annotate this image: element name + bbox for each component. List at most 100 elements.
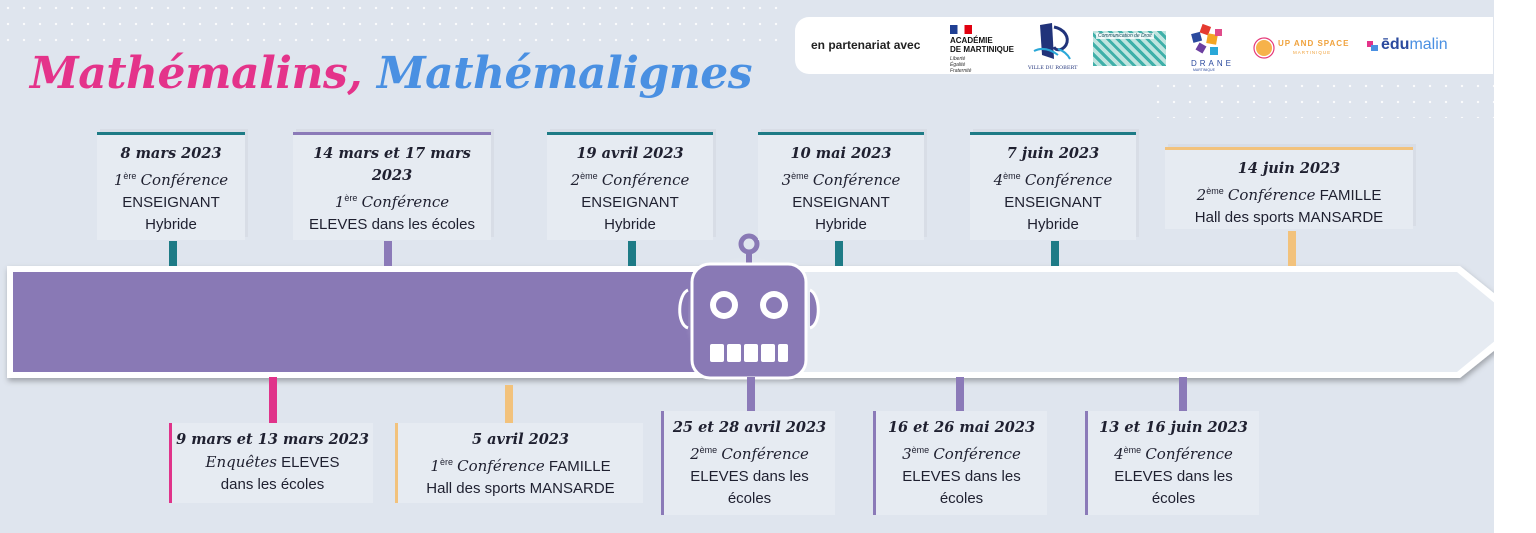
event-conference-line: 1ère Conférence FAMILLE <box>398 451 643 478</box>
event-conference-line: 1ère Conférence <box>293 187 491 214</box>
event-audience: ELEVES dans les <box>1114 468 1233 485</box>
top-stem-3 <box>628 241 636 266</box>
event-date: 25 et 28 avril 2023 <box>672 419 827 436</box>
event-ordinal: ème <box>1206 186 1224 196</box>
academie-motto-2: Égalité <box>950 62 966 68</box>
french-flag-icon <box>950 25 972 34</box>
event-card-bottom-3: 25 et 28 avril 2023 2ème Conférence ELEV… <box>661 411 835 515</box>
event-ordinal: ère <box>439 457 453 467</box>
timeline-infographic: Mathémalins, Mathémalignes en partenaria… <box>0 0 1494 533</box>
event-audience: ENSEIGNANT <box>581 194 679 211</box>
event-date: 14 juin 2023 <box>1237 160 1341 177</box>
event-ordinal: ème <box>1003 171 1021 181</box>
event-activity: Enquêtes <box>205 453 277 471</box>
drane-caption: DRANE <box>1191 59 1235 68</box>
edumalin-logo: ēdumalin <box>1366 36 1458 58</box>
event-audience: FAMILLE <box>1319 187 1382 204</box>
event-mode: Hybride <box>815 216 867 233</box>
bottom-stem-1 <box>269 377 277 423</box>
event-audience: ELEVES dans les écoles <box>309 216 475 233</box>
event-mode: Hybride <box>604 216 656 233</box>
page-title: Mathémalins, Mathémalignes <box>30 48 752 99</box>
event-date: 14 mars et 17 mars <box>313 145 471 162</box>
event-card-bottom-4: 16 et 26 mai 2023 3ème Conférence ELEVES… <box>873 411 1047 515</box>
event-card-bottom-2: 5 avril 2023 1ère Conférence FAMILLE Hal… <box>395 423 643 503</box>
top-stem-6 <box>1288 231 1296 266</box>
event-place: écoles <box>939 490 984 507</box>
event-conference-line: 3ème Conférence <box>758 165 924 192</box>
academie-motto-3: Fraternité <box>950 68 972 74</box>
event-conference: Conférence <box>812 171 901 189</box>
bottom-stem-5 <box>1179 377 1187 411</box>
event-audience: ENSEIGNANT <box>1004 194 1102 211</box>
event-place: Hall des sports MANSARDE <box>1194 209 1384 226</box>
event-audience: ENSEIGNANT <box>792 194 890 211</box>
title-part-1: Mathémalins <box>30 48 348 99</box>
bottom-stem-2 <box>505 385 513 423</box>
event-audience: FAMILLE <box>548 458 611 475</box>
event-card-top-2: 14 mars et 17 mars 2023 1ère Conférence … <box>293 132 491 240</box>
event-date: 9 mars et 13 mars 2023 <box>176 431 369 448</box>
academie-line-1: ACADÉMIE <box>950 36 993 45</box>
event-card-top-4: 10 mai 2023 3ème Conférence ENSEIGNANT H… <box>758 132 924 240</box>
title-separator: , <box>347 48 363 99</box>
event-conference: Conférence <box>140 171 229 189</box>
event-date: 10 mai 2023 <box>790 145 892 162</box>
event-num: 1 <box>430 457 440 475</box>
title-part-2: Mathémalignes <box>376 48 753 99</box>
event-num: 4 <box>993 171 1004 189</box>
event-num: 1 <box>334 193 345 211</box>
event-date-year: 2023 <box>371 167 413 184</box>
event-conference: Conférence <box>601 171 690 189</box>
event-num: 2 <box>690 445 700 463</box>
event-conference-line: 3ème Conférence <box>876 439 1047 466</box>
robot-mascot <box>666 228 830 384</box>
event-ordinal: ème <box>911 445 930 455</box>
event-date: 13 et 16 juin 2023 <box>1099 419 1248 436</box>
edumalin-part-2: malin <box>1409 36 1448 53</box>
up-and-space-logo: UP AND SPACE MARTINIQUE <box>1253 35 1351 65</box>
edumalin-wordmark: ēdumalin <box>1381 36 1448 54</box>
academie-logo: ACADÉMIE DE MARTINIQUE Liberté Égalité F… <box>950 25 1025 74</box>
event-conference: Conférence <box>1145 445 1233 463</box>
academie-motto-1: Liberté <box>950 56 966 62</box>
dot-pattern-right <box>1150 78 1494 118</box>
event-num: 2 <box>1196 186 1207 204</box>
event-mode: Hybride <box>1027 216 1079 233</box>
event-place: écoles <box>727 490 772 507</box>
ville-du-robert-logo: VILLE DU ROBERT <box>1028 21 1077 73</box>
event-place: dans les écoles <box>220 476 325 493</box>
event-card-bottom-1: 9 mars et 13 mars 2023 Enquêtes ELEVES d… <box>169 423 373 503</box>
event-audience: ELEVES dans les <box>902 468 1021 485</box>
event-card-top-1: 8 mars 2023 1ère Conférence ENSEIGNANT H… <box>97 132 245 240</box>
top-stem-1 <box>169 241 177 266</box>
event-ordinal: ème <box>791 171 809 181</box>
event-card-bottom-5: 13 et 16 juin 2023 4ème Conférence ELEVE… <box>1085 411 1259 515</box>
event-conference-line: 4ème Conférence <box>970 165 1136 192</box>
event-conference: Conférence <box>1024 171 1113 189</box>
event-audience: ENSEIGNANT <box>122 194 220 211</box>
event-conference-line: 1ère Conférence <box>97 165 245 192</box>
partners-banner: en partenariat avec ACADÉMIE DE MARTINIQ… <box>795 17 1493 74</box>
event-conference: Conférence <box>933 445 1021 463</box>
event-num: 2 <box>570 171 581 189</box>
up-and-space-caption: UP AND SPACE <box>1278 39 1350 48</box>
event-place: écoles <box>1151 490 1196 507</box>
timeline-progress-fill <box>13 272 721 372</box>
event-ordinal: ère <box>123 171 137 181</box>
event-audience: ELEVES dans les <box>690 468 809 485</box>
top-stem-2 <box>384 241 392 266</box>
event-card-top-3: 19 avril 2023 2ème Conférence ENSEIGNANT… <box>547 132 713 240</box>
edumalin-mark-icon <box>1367 41 1378 51</box>
event-ordinal: ème <box>699 445 718 455</box>
event-ordinal: ère <box>344 193 358 203</box>
event-num: 3 <box>902 445 912 463</box>
event-audience: ELEVES <box>281 454 340 471</box>
event-card-top-5: 7 juin 2023 4ème Conférence ENSEIGNANT H… <box>970 132 1136 240</box>
event-conference: Conférence <box>721 445 809 463</box>
robot-icon <box>678 233 820 380</box>
event-conference: Conférence <box>1227 186 1316 204</box>
event-num: 3 <box>781 171 792 189</box>
event-conference-line: 2ème Conférence <box>547 165 713 192</box>
event-date: 7 juin 2023 <box>1006 145 1100 162</box>
